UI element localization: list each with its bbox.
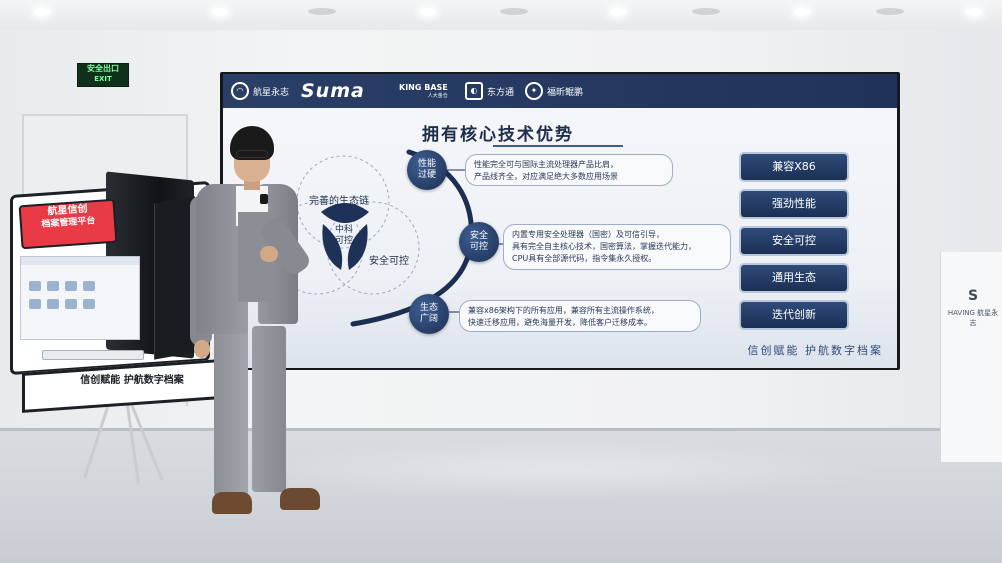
presenter-glasses: [236, 150, 268, 158]
monitor-tile: [83, 281, 95, 291]
slide-title: 拥有核心技术优势: [422, 125, 574, 145]
presenter-hand-right: [260, 246, 278, 262]
desc-ecosystem-line2: 快速迁移应用，避免海量开发，降低客户迁移成本。: [468, 318, 652, 327]
logo-bar: ◠ 航星永志 Suma KING BASE 人大金仓 ◐ 东方通 ✦ 福昕鲲鹏: [223, 74, 897, 108]
standee-monitor-screen: [20, 256, 140, 340]
node-performance-line1: 性能: [417, 159, 436, 169]
ceiling-light: [876, 8, 904, 15]
logo-third: ◐ 东方通: [465, 74, 514, 108]
logo-kingbase-text: KING BASE 人大金仓: [399, 83, 448, 99]
presentation-slide: ◠ 航星永志 Suma KING BASE 人大金仓 ◐ 东方通 ✦ 福昕鲲鹏 …: [223, 74, 897, 368]
presenter-hand-left: [194, 340, 210, 358]
node-security-line1: 安全: [469, 231, 488, 241]
venn-petal-right: [347, 224, 368, 270]
monitor-tile: [47, 299, 59, 309]
havin-logo-icon: S: [967, 288, 979, 304]
desc-performance: 性能完全可与国际主流处理器产品比肩， 产品线齐全，对应满足绝大多数应用场景: [465, 154, 673, 186]
monitor-tile: [29, 281, 41, 291]
logo-hangxing: ◠ 航星永志: [231, 74, 289, 108]
keyboard: [42, 350, 144, 360]
node-performance-line2: 过硬: [417, 170, 436, 180]
node-security: 安全 可控: [459, 222, 499, 262]
desc-ecosystem-line1: 兼容x86架构下的所有应用，兼容所有主流操作系统，: [468, 306, 659, 315]
logo-suma: Suma: [301, 74, 365, 108]
venn-petal-left: [322, 224, 343, 270]
pill-x86-compatible: 兼容X86: [741, 154, 847, 180]
ceiling-light: [500, 8, 528, 15]
logo-fourth: ✦ 福昕鲲鹏: [525, 74, 583, 108]
floor-reflection: [240, 440, 880, 500]
standee-title: 航星信创 档案管理平台: [27, 201, 109, 233]
ceiling-light: [966, 8, 982, 16]
venn-label-right: 安全可控: [369, 256, 409, 267]
node-security-line2: 可控: [469, 242, 488, 252]
ceiling-light: [610, 8, 626, 16]
exit-sign: 安全出口 EXIT: [77, 63, 129, 87]
logo-hangxing-text: 航星永志: [253, 87, 290, 98]
side-sign: S HAVING 航星永志: [940, 252, 1002, 462]
monitor-tile: [65, 299, 77, 309]
side-sign-text: HAVING 航星永志: [947, 309, 999, 327]
venn-petal-top: [321, 203, 369, 223]
logo-suma-text: Suma: [301, 80, 365, 102]
kunpeng-logo-icon: ✦: [525, 82, 543, 100]
ceiling: [0, 0, 1002, 30]
title-underline: [493, 145, 623, 147]
desc-security: 内置专用安全处理器（国密）及可信引导， 具有完全自主核心技术，国密算法，掌握迭代…: [503, 224, 731, 270]
ceiling-light: [34, 8, 50, 16]
pill-iterative-innovation: 迭代创新: [741, 302, 847, 328]
logo-kingbase-sub: 人大金仓: [427, 93, 448, 99]
node-performance: 性能 过硬: [407, 150, 447, 190]
exit-sign-en: EXIT: [94, 75, 112, 83]
floor: [0, 428, 1002, 563]
dongfangtong-logo-icon: ◐: [465, 82, 483, 100]
venn-center-line2: 可控: [334, 236, 353, 246]
presenter-shoe-right: [280, 488, 320, 510]
monitor-tile: [83, 299, 95, 309]
pill-strong-performance: 强劲性能: [741, 191, 847, 217]
presenter-leg-right: [252, 326, 286, 492]
venn-label-top: 完善的生态链: [309, 196, 369, 207]
desc-security-line1: 内置专用安全处理器（国密）及可信引导，: [512, 230, 664, 239]
presenter-leg-left: [214, 326, 248, 496]
node-ecosystem-line2: 广阔: [419, 314, 438, 324]
standee: 航星信创 档案管理平台 信创赋能 护航数字档案: [2, 158, 220, 484]
ceiling-light: [794, 8, 810, 16]
lapel-microphone-icon: [260, 194, 268, 204]
monitor-tile: [65, 281, 77, 291]
node-ecosystem: 生态 广阔: [409, 294, 449, 334]
desc-security-line3: CPU具有全部源代码，指令集永久授权。: [512, 254, 657, 263]
monitor-title-bar: [21, 257, 139, 265]
node-ecosystem-line1: 生态: [419, 303, 438, 313]
venn-center-label: 中科 可控: [324, 225, 364, 247]
desc-ecosystem: 兼容x86架构下的所有应用，兼容所有主流操作系统， 快速迁移应用，避免海量开发，…: [459, 300, 701, 332]
presenter-shoe-left: [212, 492, 252, 514]
standee-caption: 信创赋能 护航数字档案: [80, 375, 184, 386]
ceiling-light: [692, 8, 720, 15]
ceiling-light: [212, 8, 228, 16]
slide-slogan: 信创赋能 护航数字档案: [747, 344, 883, 357]
desc-security-line2: 具有完全自主核心技术，国密算法，掌握迭代能力，: [512, 242, 696, 251]
monitor-tile: [29, 299, 41, 309]
logo-third-text: 东方通: [487, 87, 515, 98]
desc-performance-line1: 性能完全可与国际主流处理器产品比肩，: [474, 160, 618, 169]
pill-general-ecosystem: 通用生态: [741, 265, 847, 291]
logo-fourth-text: 福昕鲲鹏: [547, 87, 584, 98]
monitor-tile: [47, 281, 59, 291]
ceiling-light: [308, 8, 336, 15]
presenter: [188, 126, 328, 526]
exit-sign-cn: 安全出口: [87, 64, 119, 73]
floor-edge: [0, 428, 1002, 431]
hangxing-logo-icon: ◠: [231, 82, 249, 100]
pill-secure-controllable: 安全可控: [741, 228, 847, 254]
logo-kingbase: KING BASE 人大金仓: [399, 74, 448, 108]
desc-performance-line2: 产品线齐全，对应满足绝大多数应用场景: [474, 172, 618, 181]
logo-kingbase-name: KING BASE: [399, 83, 448, 92]
venn-center-line1: 中科: [334, 225, 353, 235]
ceiling-light: [420, 8, 436, 16]
